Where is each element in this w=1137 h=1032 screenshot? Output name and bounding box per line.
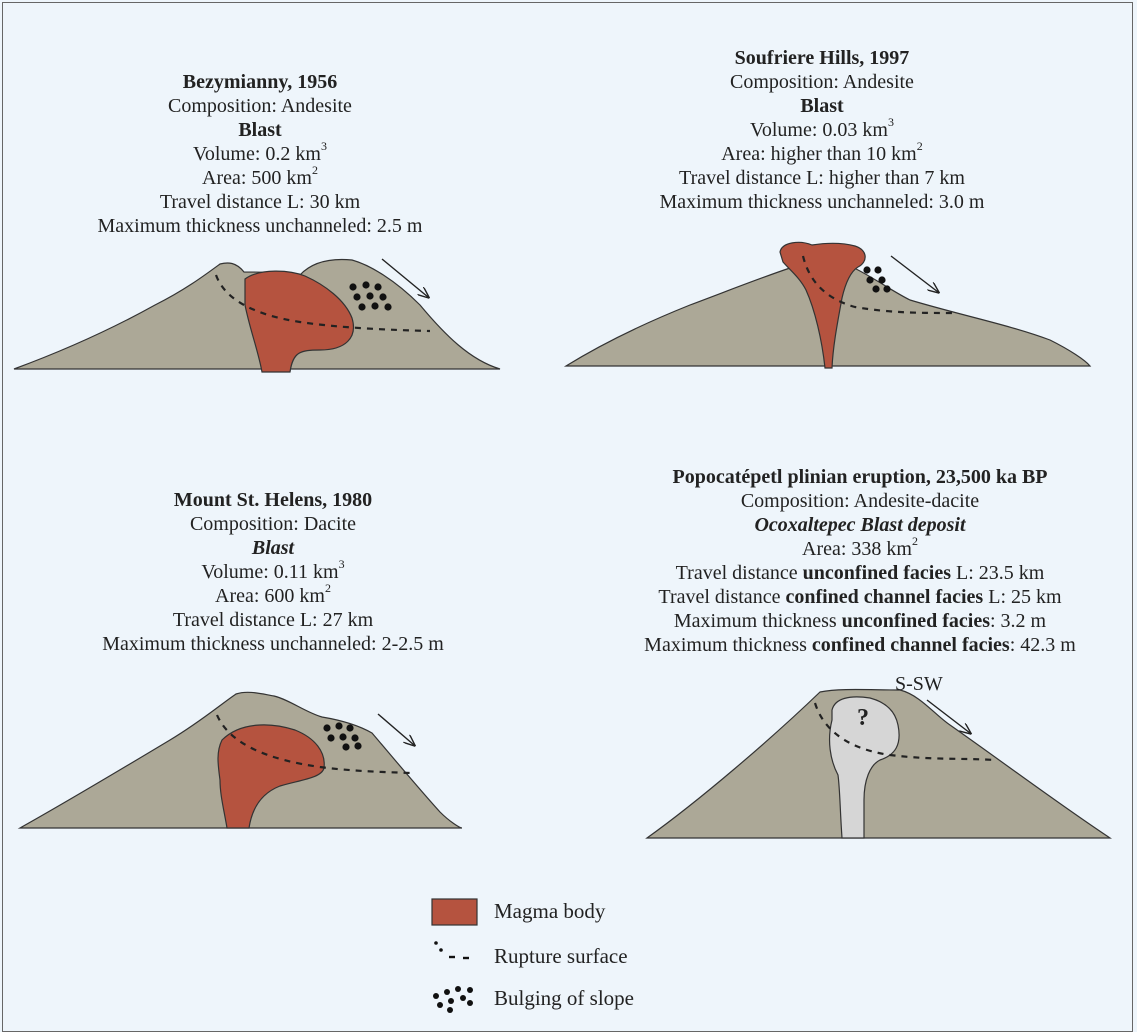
popocatepetl-composition: Composition: Andesite-dacite <box>644 489 1076 513</box>
st-helens-travel: Travel distance L: 27 km <box>102 608 444 632</box>
bezymianny-event: Blast <box>98 118 423 142</box>
bezymianny-area: Area: 500 km2 <box>98 166 423 190</box>
bezymianny-thickness: Maximum thickness unchanneled: 2.5 m <box>98 214 423 238</box>
popocatepetl-unknown-mark: ? <box>857 705 869 732</box>
legend-rupture-swatch <box>434 941 469 958</box>
popocatepetl-volcano <box>647 690 1110 839</box>
soufriere-volume: Volume: 0.03 km3 <box>660 118 985 142</box>
legend-rupture-label: Rupture surface <box>494 944 628 969</box>
st-helens-direction-arrow <box>378 714 414 745</box>
soufriere-volcano <box>566 242 1090 368</box>
st-helens-composition: Composition: Dacite <box>102 512 444 536</box>
popocatepetl-thickness-confined: Maximum thickness confined channel facie… <box>644 633 1076 657</box>
popocatepetl-thickness-unconfined: Maximum thickness unconfined facies: 3.2… <box>644 609 1076 633</box>
bezymianny-volume: Volume: 0.2 km3 <box>98 142 423 166</box>
popocatepetl-event: Ocoxaltepec Blast deposit <box>644 513 1076 537</box>
soufriere-direction-arrow <box>891 256 938 292</box>
popocatepetl-direction-label: S-SW <box>895 673 943 696</box>
st-helens-caption: Mount St. Helens, 1980 Composition: Daci… <box>102 488 444 656</box>
soufriere-travel: Travel distance L: higher than 7 km <box>660 166 985 190</box>
legend <box>432 899 477 1013</box>
soufriere-caption: Soufriere Hills, 1997 Composition: Andes… <box>660 46 985 214</box>
st-helens-event: Blast <box>102 536 444 560</box>
popocatepetl-travel-unconfined: Travel distance unconfined facies L: 23.… <box>644 561 1076 585</box>
legend-magma-label: Magma body <box>494 899 605 924</box>
soufriere-composition: Composition: Andesite <box>660 70 985 94</box>
bezymianny-travel: Travel distance L: 30 km <box>98 190 423 214</box>
st-helens-area: Area: 600 km2 <box>102 584 444 608</box>
legend-bulging-swatch <box>433 986 473 1013</box>
bezymianny-caption: Bezymianny, 1956 Composition: Andesite B… <box>98 70 423 238</box>
soufriere-area: Area: higher than 10 km2 <box>660 142 985 166</box>
st-helens-volcano <box>20 692 462 828</box>
soufriere-title: Soufriere Hills, 1997 <box>660 46 985 70</box>
popocatepetl-title: Popocatépetl plinian eruption, 23,500 ka… <box>644 465 1076 489</box>
legend-bulging-label: Bulging of slope <box>494 986 634 1011</box>
bezymianny-composition: Composition: Andesite <box>98 94 423 118</box>
popocatepetl-travel-confined: Travel distance confined channel facies … <box>644 585 1076 609</box>
popocatepetl-area: Area: 338 km2 <box>644 537 1076 561</box>
st-helens-thickness: Maximum thickness unchanneled: 2-2.5 m <box>102 632 444 656</box>
popocatepetl-caption: Popocatépetl plinian eruption, 23,500 ka… <box>644 465 1076 657</box>
bezymianny-title: Bezymianny, 1956 <box>98 70 423 94</box>
soufriere-thickness: Maximum thickness unchanneled: 3.0 m <box>660 190 985 214</box>
st-helens-volume: Volume: 0.11 km3 <box>102 560 444 584</box>
legend-magma-swatch <box>432 899 477 925</box>
st-helens-title: Mount St. Helens, 1980 <box>102 488 444 512</box>
soufriere-event: Blast <box>660 94 985 118</box>
bezymianny-volcano <box>14 259 500 372</box>
